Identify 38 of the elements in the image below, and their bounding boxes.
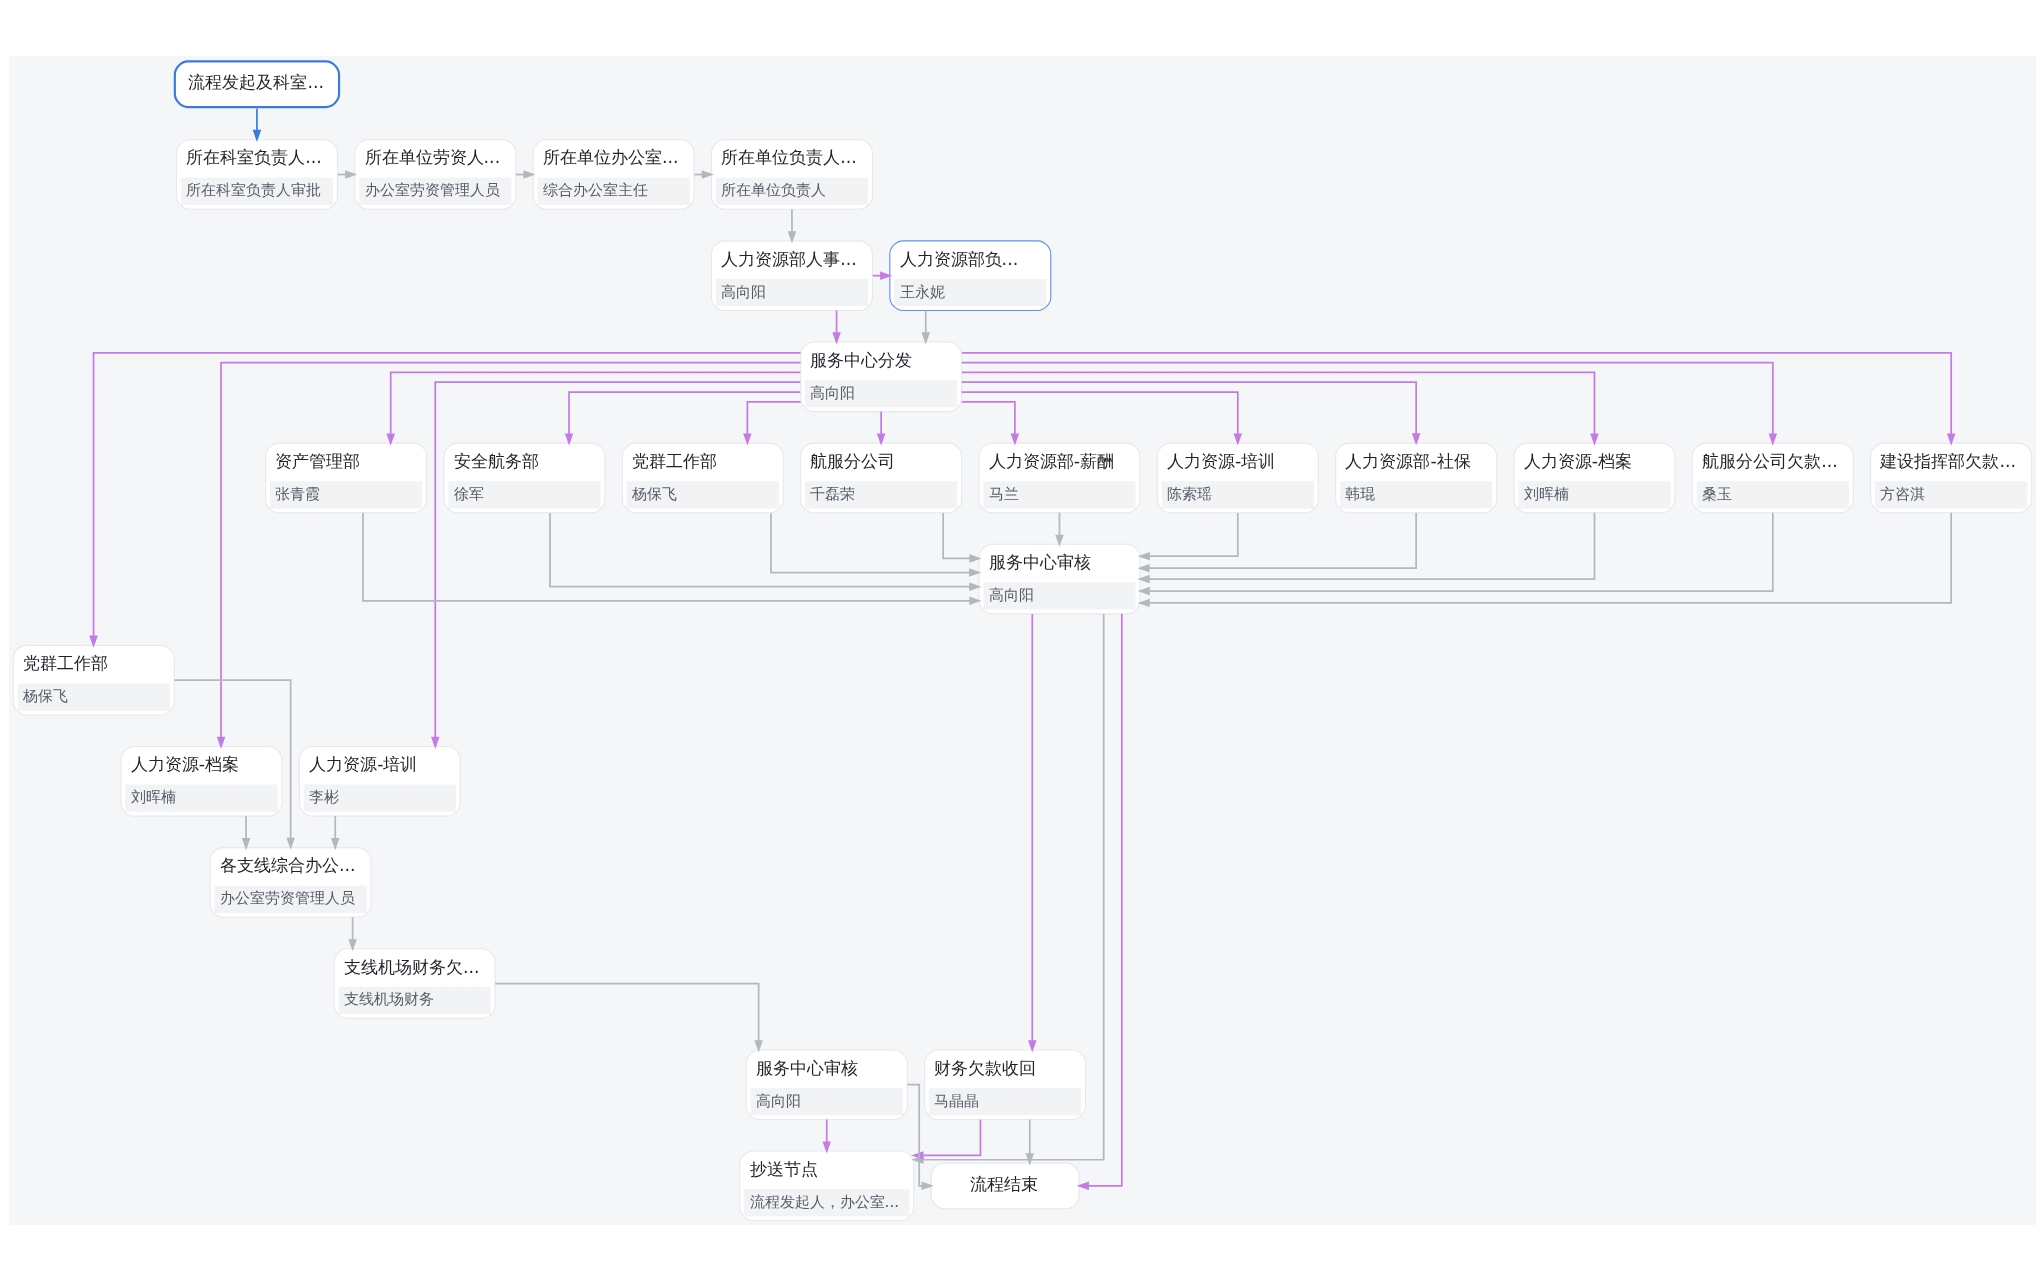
arrow [920, 309, 930, 345]
arrow [960, 390, 1242, 446]
arrow [216, 361, 801, 749]
arrow [941, 511, 982, 563]
arrow [1136, 511, 1417, 572]
arrow [385, 371, 801, 446]
arrow [960, 361, 1777, 446]
arrow [1054, 511, 1064, 547]
arrow [430, 380, 801, 749]
arrow [1137, 511, 1774, 595]
arrow [787, 207, 796, 243]
arrow [876, 410, 885, 446]
arrow [906, 1083, 934, 1190]
arrow [831, 309, 841, 345]
arrow [241, 814, 250, 850]
arrow [822, 1118, 831, 1154]
arrow [960, 400, 1019, 446]
arrow [347, 915, 357, 951]
arrow [871, 270, 892, 280]
arrow [742, 400, 801, 446]
arrow [960, 380, 1420, 445]
arrow [1137, 511, 1952, 607]
arrow [960, 351, 1955, 446]
arrow [88, 351, 801, 648]
arrow [361, 511, 982, 605]
arrow [330, 814, 339, 850]
arrow [769, 511, 981, 577]
arrow [548, 511, 981, 591]
arrow [1137, 511, 1239, 560]
arrow [1027, 612, 1037, 1052]
arrow [1076, 612, 1123, 1190]
arrow [493, 982, 763, 1053]
arrow [252, 107, 261, 142]
arrow [1137, 511, 1595, 583]
arrow [960, 371, 1599, 446]
arrow [1025, 1118, 1034, 1165]
arrow [564, 390, 801, 446]
arrow [173, 678, 295, 850]
